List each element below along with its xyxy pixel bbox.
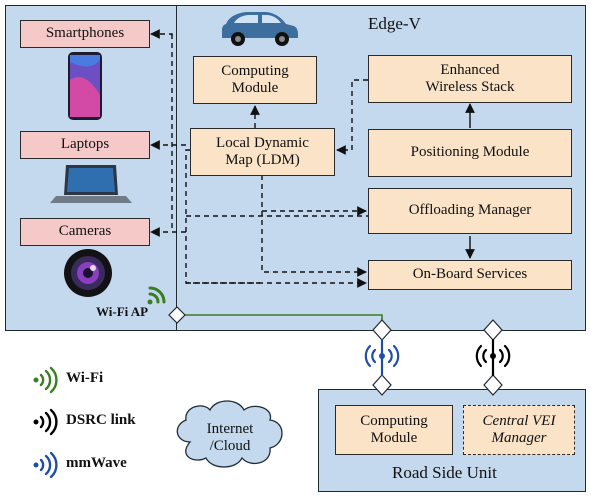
wireless-stack-line2: Wireless Stack [425, 79, 515, 95]
car-icon [222, 12, 298, 46]
rsu-mmwave-node [372, 374, 392, 396]
computing-module-line2: Module [231, 80, 279, 96]
dsrc-antenna-icon [475, 338, 511, 377]
rsu-computing-line1: Computing [360, 412, 428, 429]
legend-wifi-icon [33, 366, 58, 394]
legend-mmwave-label: mmWave [66, 455, 127, 471]
on-board-services-label: On-Board Services [412, 266, 528, 283]
cloud-line1: Internet [206, 420, 254, 437]
offloading-manager-label: Offloading Manager [408, 202, 532, 219]
enhanced-wireless-stack-box: Enhanced Wireless Stack [368, 55, 572, 103]
legend-wifi-label: Wi-Fi [66, 370, 104, 386]
smartphones-box: Smartphones [20, 20, 150, 48]
rsu-computing-line2: Module [370, 430, 418, 446]
smartphones-label: Smartphones [45, 25, 125, 42]
ldm-line1: Local Dynamic [216, 134, 309, 151]
edge-v-dsrc-node [483, 319, 503, 341]
on-board-services-box: On-Board Services [368, 260, 572, 290]
smartphone-icon [68, 52, 102, 120]
computing-module-line1: Computing [221, 62, 289, 79]
camera-lens-icon [64, 249, 112, 297]
link-ldm-onboard [261, 211, 367, 277]
link-wireless-ldm [336, 79, 368, 155]
cameras-label: Cameras [58, 223, 112, 240]
wifi-ap-label: Wi-Fi AP [96, 304, 149, 319]
offloading-manager-box: Offloading Manager [368, 188, 572, 234]
positioning-module-box: Positioning Module [368, 129, 572, 177]
edge-v-title: Edge-V [368, 14, 421, 33]
local-dynamic-map-box: Local Dynamic Map (LDM) [190, 128, 335, 176]
central-vei-manager-box: Central VEI Manager [463, 405, 575, 455]
positioning-module-label: Positioning Module [410, 144, 530, 161]
edge-v-mmwave-node [372, 319, 392, 341]
cloud-line2: /Cloud [209, 438, 251, 454]
laptops-label: Laptops [60, 136, 110, 153]
wifi-ap-node [168, 306, 186, 324]
legend-dsrc-label: DSRC link [66, 412, 136, 428]
laptop-icon [50, 165, 132, 203]
vei-line1: Central VEI [482, 412, 556, 429]
vei-line2: Manager [491, 430, 547, 446]
legend-dsrc-icon [33, 408, 58, 436]
cloud-label: Internet /Cloud [190, 418, 270, 458]
rsu-computing-module-box: Computing Module [335, 405, 453, 455]
computing-module-box: Computing Module [193, 56, 317, 104]
legend-mmwave-icon [33, 451, 58, 479]
cloud-shape [176, 400, 283, 468]
laptops-box: Laptops [20, 131, 150, 159]
ldm-line2: Map (LDM) [225, 152, 300, 168]
wifi-ap-icon [147, 286, 166, 305]
link-ldm-offloading [261, 175, 367, 216]
mmwave-antenna-icon [364, 338, 400, 377]
wifi-link-line [185, 314, 383, 326]
rsu-title: Road Side Unit [392, 463, 497, 482]
link-smartphones [150, 29, 173, 39]
cameras-box: Cameras [20, 218, 150, 246]
wireless-stack-line1: Enhanced [440, 61, 500, 78]
rsu-dsrc-node [483, 374, 503, 396]
